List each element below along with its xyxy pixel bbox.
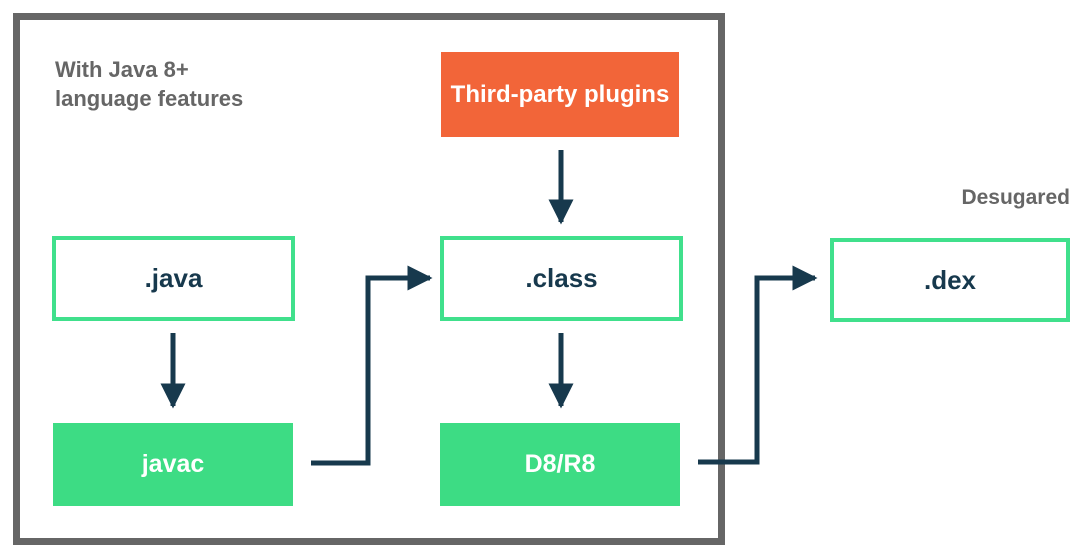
node-dex-file: .dex — [830, 238, 1070, 322]
node-dex-file-label: .dex — [923, 264, 977, 295]
node-third-party-plugins-label: Third-party plugins — [450, 80, 670, 108]
node-javac-label: javac — [141, 450, 205, 478]
node-java-file: .java — [52, 236, 295, 321]
node-class-file: .class — [440, 236, 683, 321]
java8-note-line2: language features — [55, 86, 244, 111]
node-third-party-plugins: Third-party plugins — [441, 52, 679, 137]
node-d8r8-label: D8/R8 — [524, 450, 596, 478]
java8-note-line1: With Java 8+ — [55, 57, 189, 82]
node-d8r8: D8/R8 — [440, 423, 680, 506]
node-class-file-label: .class — [525, 263, 598, 293]
node-javac: javac — [53, 423, 293, 506]
java8-note: With Java 8+ language features — [55, 55, 243, 113]
desugared-label: Desugared — [961, 186, 1070, 209]
node-java-file-label: .java — [144, 263, 203, 293]
